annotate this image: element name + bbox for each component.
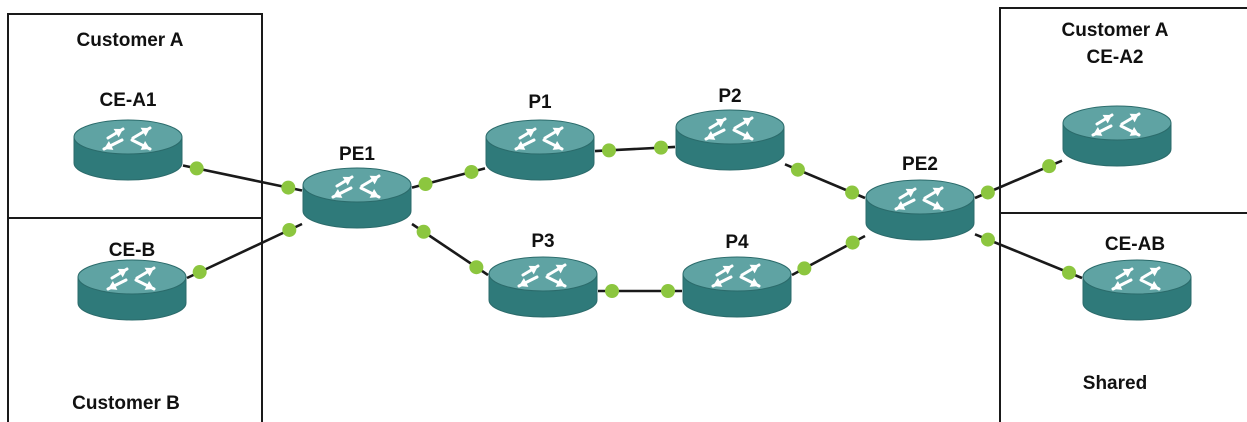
- router-arrows-icon: [894, 186, 944, 211]
- router-label-p2: P2: [718, 86, 741, 107]
- port-dot-pe1: [418, 177, 433, 192]
- site-label-customer-a-right: Customer A: [1062, 20, 1169, 41]
- port-dot-p2: [790, 162, 805, 177]
- shared-site-box: [999, 212, 1247, 422]
- router-arrows-icon: [517, 263, 567, 288]
- router-label-p3: P3: [531, 231, 554, 252]
- router-ce-b: CE-B: [77, 240, 187, 321]
- router-arrows-icon: [331, 174, 381, 199]
- site-label-customer-b: Customer B: [72, 393, 180, 414]
- router-pe1: PE1: [302, 144, 412, 229]
- port-dot-p2: [654, 140, 669, 155]
- site-label-customer-a: Customer A: [77, 30, 184, 51]
- router-arrows-icon: [704, 116, 754, 141]
- router-p2: P2: [675, 86, 785, 171]
- port-dot-pe1: [416, 224, 431, 239]
- port-dot-p4: [661, 284, 675, 298]
- router-ce-a1: CE-A1: [73, 90, 183, 181]
- port-dot-pe2: [845, 185, 860, 200]
- router-arrows-icon: [106, 266, 156, 291]
- router-p4: P4: [682, 232, 792, 318]
- router-label-p4: P4: [725, 232, 749, 253]
- port-dots: [189, 140, 1077, 298]
- router-label-ce-a2: CE-A2: [1086, 47, 1143, 68]
- router-label-pe2: PE2: [902, 154, 938, 175]
- site-boxes: [7, 7, 1247, 422]
- link-ce-b-pe1: [186, 222, 303, 280]
- port-dot-ce-b: [192, 265, 207, 280]
- router-label-ce-a1: CE-A1: [99, 90, 156, 111]
- customer-b-site-box: [7, 217, 263, 422]
- router-p1: P1: [485, 92, 595, 181]
- port-dot-pe1: [282, 222, 297, 237]
- port-dot-p3: [605, 284, 619, 298]
- router-label-ce-b: CE-B: [109, 240, 155, 261]
- router-arrows-icon: [1091, 112, 1141, 137]
- port-dot-pe1: [281, 180, 296, 195]
- router-ce-a2: [1062, 105, 1172, 167]
- router-ce-ab: CE-AB: [1082, 234, 1192, 321]
- port-dot-p3: [469, 260, 484, 275]
- port-dot-pe2: [980, 232, 995, 247]
- port-dot-pe2: [980, 185, 995, 200]
- port-dot-pe2: [845, 235, 860, 250]
- router-label-pe1: PE1: [339, 144, 375, 165]
- site-labels: Customer A Customer B Customer A CE-A2 S…: [72, 20, 1169, 414]
- port-dot-ce-a1: [189, 161, 204, 176]
- port-dot-p4: [797, 261, 812, 276]
- port-dot-ce-ab: [1062, 265, 1077, 280]
- router-arrows-icon: [102, 126, 152, 151]
- router-pe2: PE2: [865, 154, 975, 241]
- router-arrows-icon: [711, 263, 761, 288]
- site-label-shared: Shared: [1083, 373, 1147, 394]
- port-dot-ce-a2: [1042, 159, 1057, 174]
- port-dot-p1: [464, 164, 479, 179]
- port-dot-p1: [601, 143, 616, 158]
- router-arrows-icon: [514, 126, 564, 151]
- router-arrows-icon: [1111, 266, 1161, 291]
- router-p3: P3: [488, 231, 598, 318]
- router-label-p1: P1: [528, 92, 552, 113]
- router-label-ce-ab: CE-AB: [1105, 234, 1165, 255]
